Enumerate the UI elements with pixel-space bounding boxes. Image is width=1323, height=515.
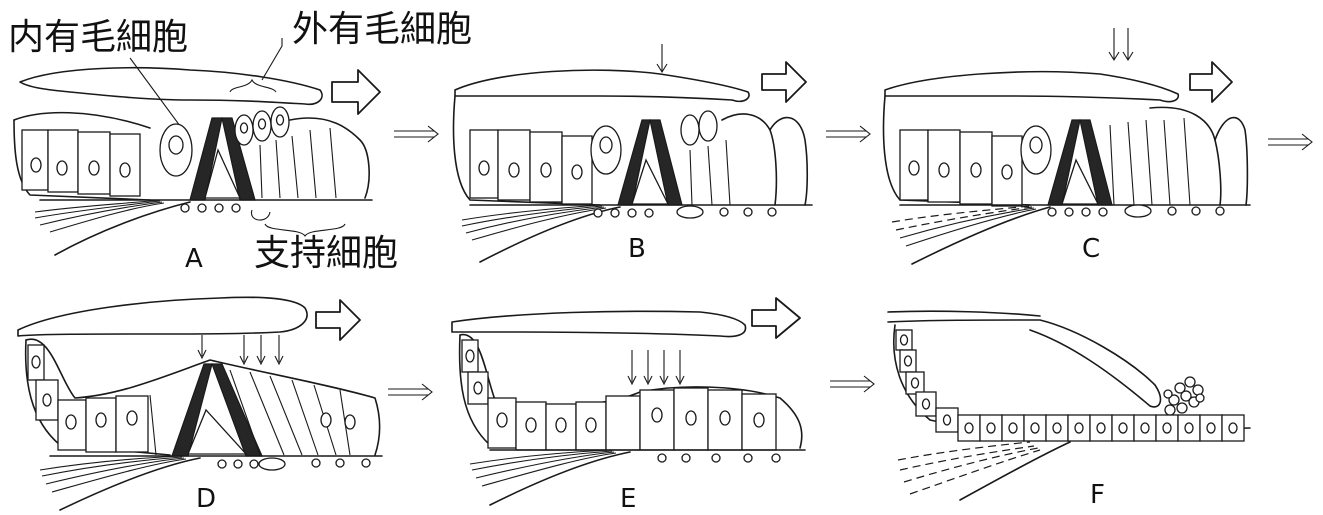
panel-a-figure [14, 38, 372, 255]
inner-hair-cell-label: 内有毛細胞 [8, 20, 188, 56]
outer-hair-cell-brace [230, 80, 276, 92]
shear-arrow-e [752, 298, 800, 338]
outer-hair-cell-label: 外有毛細胞 [292, 12, 472, 48]
panel-label-b: B [628, 236, 646, 262]
transition-arrow-ab [394, 126, 438, 142]
panel-f-figure [888, 311, 1250, 500]
shear-arrow-c [1190, 62, 1232, 102]
outer-hair-cell-pointer [262, 38, 282, 80]
panel-label-c: C [1082, 236, 1100, 262]
transition-arrow-bc [826, 126, 870, 142]
panel-d-figure [18, 297, 382, 510]
tectorial-membrane [20, 68, 322, 105]
transition-arrow-ef [830, 376, 874, 392]
panel-e-figure [452, 311, 805, 505]
panel-c-figure [884, 28, 1250, 264]
shear-arrow-b [762, 62, 806, 102]
panel-label-a: A [185, 246, 203, 272]
shear-arrow-d [316, 300, 360, 340]
transition-arrow-de [388, 384, 432, 400]
supporting-cell-label: 支持細胞 [254, 236, 398, 272]
panel-label-f: F [1090, 482, 1105, 508]
transition-arrow-cd [1268, 134, 1312, 150]
panel-a-cells [22, 130, 140, 196]
panel-b-figure [454, 44, 812, 262]
panel-label-d: D [196, 486, 216, 512]
shear-arrow-a [332, 70, 380, 114]
panel-label-e: E [620, 486, 636, 512]
cell-debris-cluster [1164, 377, 1204, 415]
